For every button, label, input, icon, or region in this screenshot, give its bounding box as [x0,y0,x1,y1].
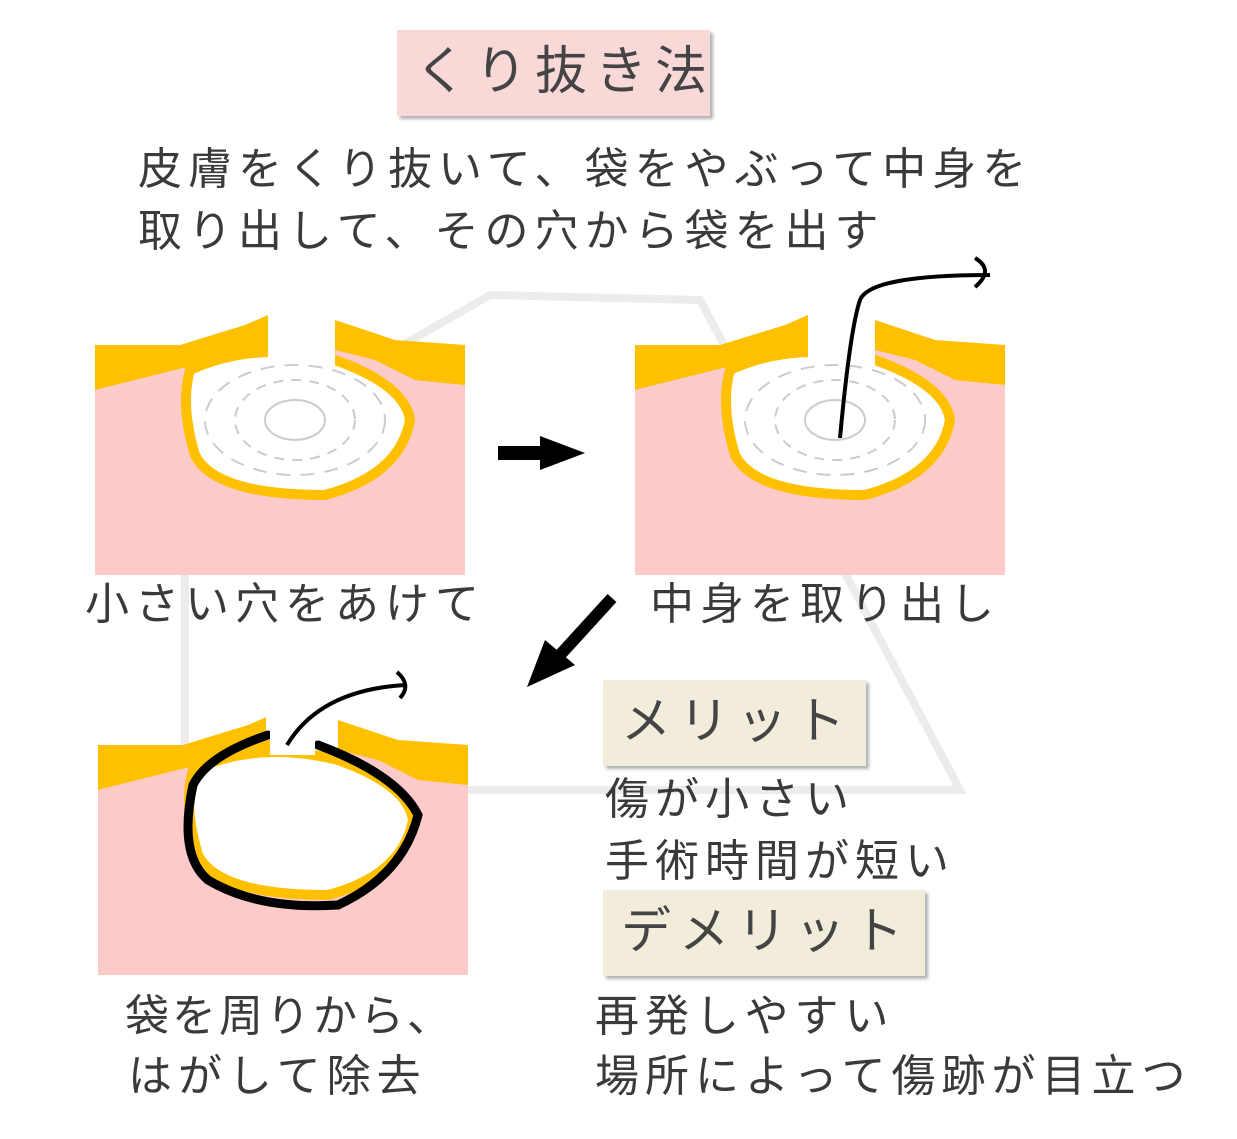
demerit-box: デメリット [603,890,925,976]
merit-item: 傷が小さい [605,774,855,825]
description-line-1: 皮膚をくり抜いて、袋をやぶって中身を [138,144,1033,195]
demerit-item: 再発しやすい [595,991,895,1042]
demerit-item: 場所によって傷跡が目立つ [595,1051,1192,1102]
extraction-arrow [838,256,991,439]
merit-box: メリット [603,680,866,766]
step-3-illustration [98,710,468,975]
title-box: くり抜き法 [397,30,710,116]
step-1-illustration [95,310,465,575]
merit-label: メリット [621,692,853,750]
removal-arrow [285,670,408,747]
step-2-caption: 中身を取り出し [650,579,1000,630]
merit-item: 手術時間が短い [605,836,955,887]
page-title: くり抜き法 [415,42,716,102]
arrow-right-icon [498,436,585,470]
step-3-caption-line-1: 袋を周りから、 [125,991,454,1042]
step-1-caption: 小さい穴をあけて [85,579,485,630]
description-line-2: 取り出して、その穴から袋を出す [138,206,885,257]
demerit-label: デメリット [621,902,911,960]
step-2-illustration [635,310,1005,575]
arrow-down-left-icon [527,593,617,687]
step-3-caption-line-2: はがして除去 [128,1051,427,1102]
